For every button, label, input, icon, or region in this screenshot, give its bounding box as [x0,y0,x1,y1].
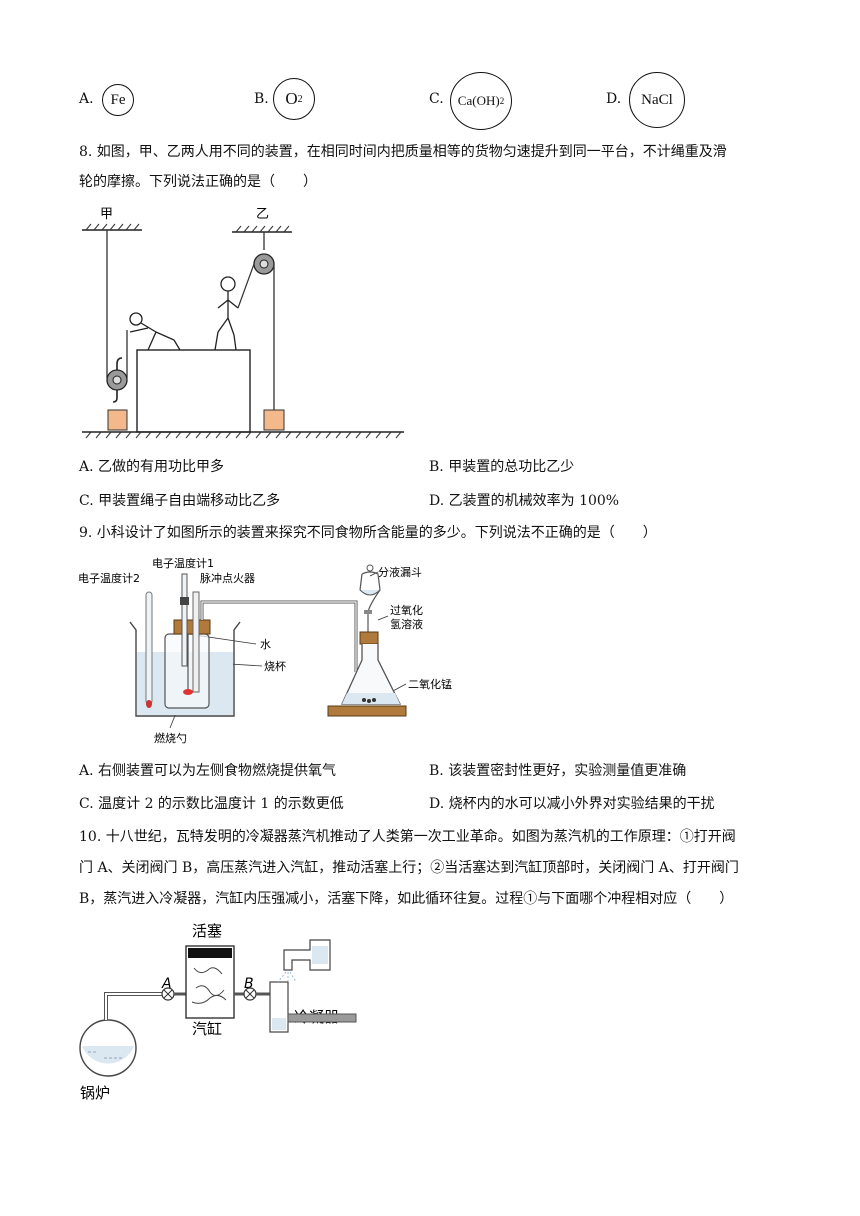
q7-option-a-letter: A. [79,91,94,107]
label-igniter: 脉冲点火器 [200,571,255,585]
label-thermometer-2: 电子温度计2 [78,571,140,585]
q8-fig-label-jia: 甲 [100,207,113,222]
platform [136,349,251,433]
q10-line2: 门 A、关闭阀门 B，高压蒸汽进入汽缸，推动活塞上行；②当活塞达到汽缸顶部时，关… [79,860,739,876]
q7-option-d-formula: NaCl [629,72,685,128]
q8-stem-line1: 8. 如图，甲、乙两人用不同的装置，在相同时间内把质量相等的货物匀速提升到同一平… [79,144,727,160]
igniter-icon [192,591,200,693]
stopper [173,619,211,635]
piston-head [188,948,232,958]
label-boiler: 锅炉 [80,1084,110,1102]
label-funnel: 分液漏斗 [378,565,422,579]
fixed-pulley-icon [237,232,285,431]
q7-option-c-formula: Ca(OH)2 [450,72,512,130]
label-water: 水 [260,638,271,651]
beaker [129,621,241,717]
q10-line1: 10. 十八世纪，瓦特发明的冷凝器蒸汽机推动了人类第一次工业革命。如图为蒸汽机的… [79,829,736,845]
boiler-icon [79,1019,137,1077]
ceiling-left [82,223,142,231]
q9-option-a: A. 右侧装置可以为左侧食物燃烧提供氧气 [79,763,337,779]
label-valve-b: B [244,976,254,992]
q7-option-b-letter: B. [254,91,269,107]
q10-steam-engine-figure: 活塞 A B 汽缸 冷凝器 锅炉 [79,922,357,1102]
q10-line3: B，蒸汽进入冷凝器，汽缸内压强减小，活塞下降，如此循环往复。过程①与下面哪个冲程… [79,891,734,907]
label-thermometer-1: 电子温度计1 [152,556,214,570]
wooden-base [327,705,407,717]
label-mno2: 二氧化锰 [408,677,452,691]
q8-option-a: A. 乙做的有用功比甲多 [79,459,225,475]
q9-option-b: B. 该装置密封性更好，实验测量值更准确 [429,763,687,779]
label-spoon: 燃烧勺 [154,731,187,745]
label-cylinder: 汽缸 [192,1020,222,1038]
ceiling-right [232,225,292,233]
q9-option-d: D. 烧杯内的水可以减小外界对实验结果的干扰 [429,796,715,812]
q7-option-c-letter: C. [429,91,444,107]
person-yi-icon [214,276,239,351]
q8-fig-label-yi: 乙 [256,207,269,222]
spoon-icon [183,689,193,695]
cylinder-icon [185,945,235,1019]
flask-stopper [359,631,379,645]
separatory-funnel-icon [359,564,381,650]
valve-a-icon [161,987,175,1001]
valve-b-icon [243,987,257,1001]
label-valve-a: A [161,976,172,992]
q8-pulley-figure: 甲 乙 [82,207,404,439]
movable-pulley-icon [106,230,128,431]
label-h2o2-1: 过氧化 [390,603,423,617]
label-piston: 活塞 [192,922,222,940]
q9-stem: 9. 小科设计了如图所示的装置来探究不同食物所含能量的多少。下列说法不正确的是（… [79,525,657,541]
person-jia-icon [129,312,181,351]
q9-oxygen-generator-figure: 分液漏斗 过氧化 氢溶液 二氧化锰 [327,564,452,717]
q7-option-a-formula: Fe [102,84,134,116]
q9-apparatus-figure: 电子温度计1 电子温度计2 脉冲点火器 水 烧杯 燃烧勺 [78,556,358,745]
q7-option-d-letter: D. [606,91,622,107]
q9-option-c: C. 温度计 2 的示数比温度计 1 的示数更低 [79,796,344,812]
q8-option-b: B. 甲装置的总功比乙少 [429,459,575,475]
q8-option-c: C. 甲装置绳子自由端移动比乙多 [79,493,281,509]
label-beaker: 烧杯 [264,659,286,673]
q8-option-d: D. 乙装置的机械效率为 100% [429,493,620,509]
label-h2o2-2: 氢溶液 [390,617,423,631]
q8-stem-line2: 轮的摩擦。下列说法正确的是（ ） [79,174,317,190]
thermometer-1-icon [181,573,188,667]
ground [82,431,404,439]
thermometer-2-icon [145,591,153,705]
condenser-icon [269,939,357,1033]
